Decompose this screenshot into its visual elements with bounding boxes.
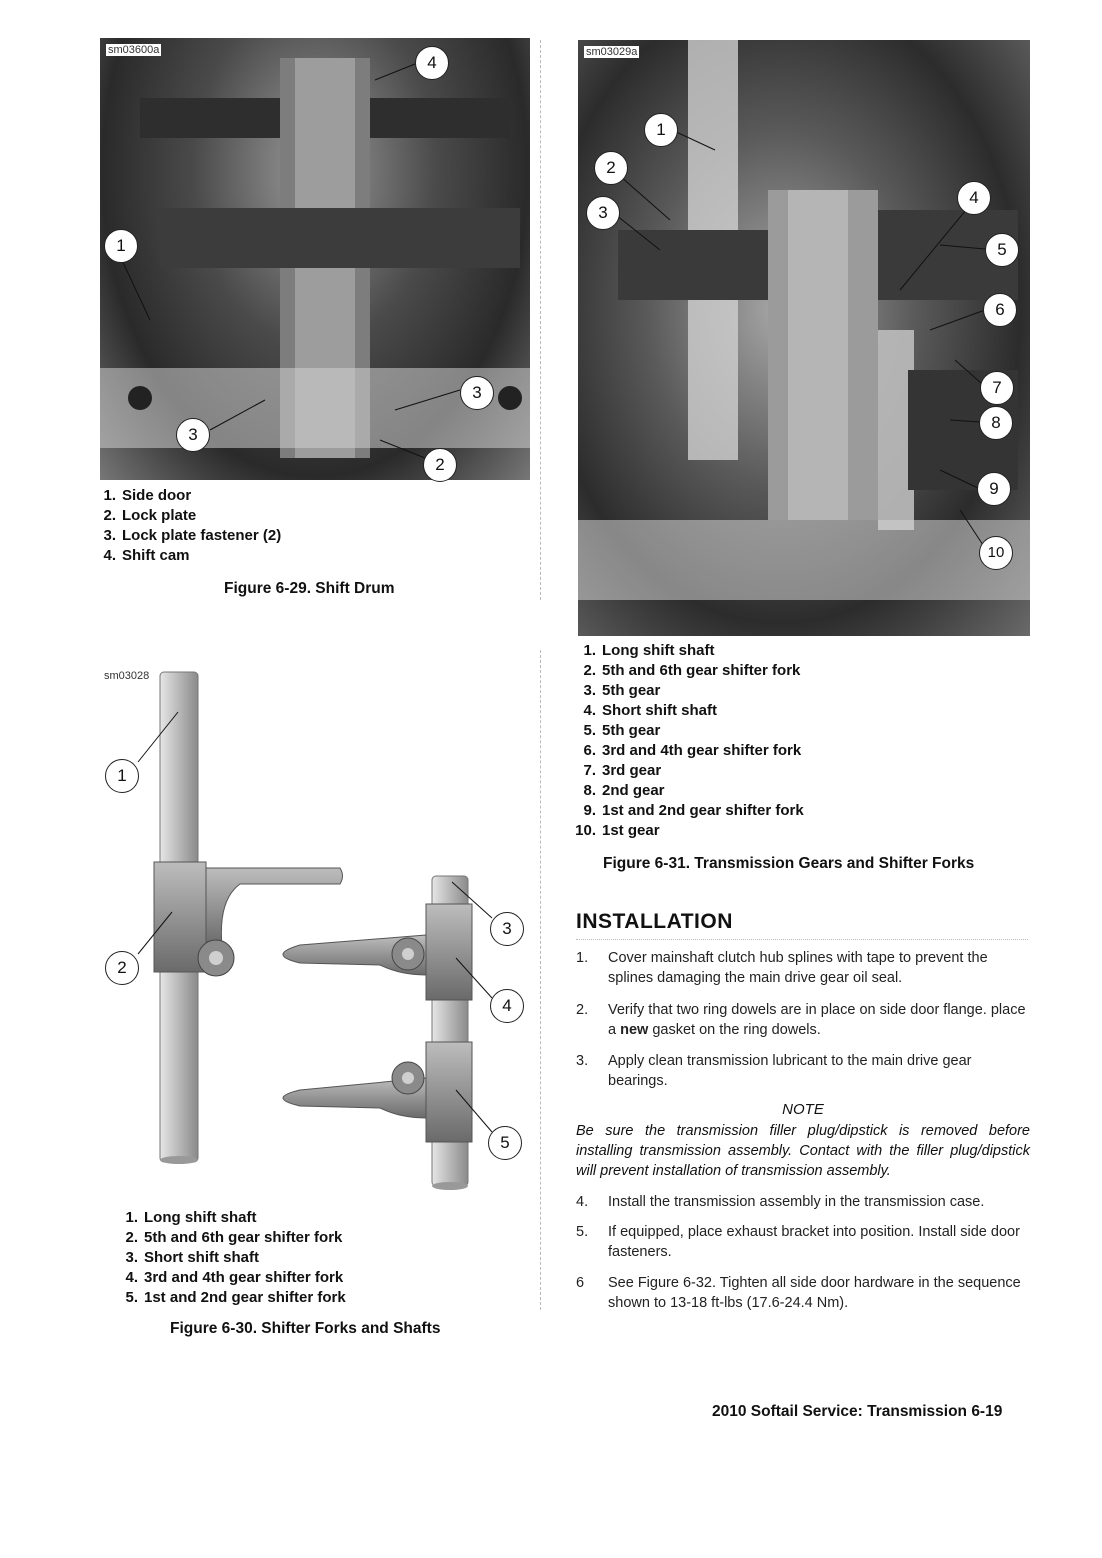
legend-item: 1.Long shift shaft <box>125 1209 257 1226</box>
fig31-legend: 1.Long shift shaft 2.5th and 6th gear sh… <box>570 641 804 841</box>
legend-item: 8.2nd gear <box>583 782 665 799</box>
legend-item: 4.Shift cam <box>103 547 190 564</box>
legend-item: 7.3rd gear <box>583 762 662 779</box>
callout-3: 3 <box>176 418 210 452</box>
page-footer: 2010 Softail Service: Transmission 6-19 <box>712 1403 1003 1420</box>
figure-image-id: sm03028 <box>104 670 150 682</box>
legend-item: 4.3rd and 4th gear shifter fork <box>125 1269 344 1286</box>
shift-drum-photo: sm03600a <box>100 38 530 480</box>
step-2: 2. Verify that two ring dowels are in pl… <box>576 1002 1026 1038</box>
figure-caption: Figure 6-30. Shifter Forks and Shafts <box>170 1320 441 1337</box>
column-divider-bottom <box>540 650 541 1310</box>
callout-3: 3 <box>586 196 620 230</box>
legend-item: 3.Lock plate fastener (2) <box>103 527 282 544</box>
figure-caption: Figure 6-29. Shift Drum <box>224 580 395 597</box>
fig29-legend: 1.Side door 2.Lock plate 3.Lock plate fa… <box>90 486 281 566</box>
step-1: 1. Cover mainshaft clutch hub splines wi… <box>576 950 988 986</box>
callout-5: 5 <box>488 1126 522 1160</box>
callout-4: 4 <box>415 46 449 80</box>
legend-item: 2.Lock plate <box>103 507 197 524</box>
legend-item: 10.1st gear <box>575 822 660 839</box>
step-5: 5. If equipped, place exhaust bracket in… <box>576 1224 1020 1260</box>
shift-drum-drawing <box>100 58 530 458</box>
legend-item: 9.1st and 2nd gear shifter fork <box>583 802 804 819</box>
callout-2: 2 <box>105 951 139 985</box>
legend-item: 6.3rd and 4th gear shifter fork <box>583 742 802 759</box>
callout-3: 3 <box>490 912 524 946</box>
legend-item: 1.Side door <box>103 487 192 504</box>
callout-1: 1 <box>105 759 139 793</box>
callout-8: 8 <box>979 406 1013 440</box>
callout-7: 7 <box>980 371 1014 405</box>
callout-6: 6 <box>983 293 1017 327</box>
step-3: 3. Apply clean transmission lubricant to… <box>576 1053 972 1089</box>
callout-9: 9 <box>977 472 1011 506</box>
figure-image-id: sm03029a <box>584 46 640 58</box>
callout-4: 4 <box>490 989 524 1023</box>
figure-caption: Figure 6-31. Transmission Gears and Shif… <box>603 855 975 872</box>
heading-rule <box>576 939 1028 940</box>
legend-item: 1.Long shift shaft <box>583 642 715 659</box>
note-title: NOTE <box>782 1101 824 1118</box>
fig30-legend: 1.Long shift shaft 2.5th and 6th gear sh… <box>112 1208 346 1308</box>
callout-2: 2 <box>423 448 457 482</box>
callout-5: 5 <box>985 233 1019 267</box>
callout-1: 1 <box>644 113 678 147</box>
callout-2: 2 <box>594 151 628 185</box>
figure-image-id: sm03600a <box>106 44 162 56</box>
step-6: 6 See Figure 6-32. Tighten all side door… <box>576 1275 1021 1311</box>
note-body: Be sure the transmission filler plug/dip… <box>576 1123 1030 1179</box>
legend-item: 4.Short shift shaft <box>583 702 717 719</box>
transmission-gears-photo: sm03029a <box>578 40 1030 636</box>
callout-1: 1 <box>104 229 138 263</box>
legend-item: 5.1st and 2nd gear shifter fork <box>125 1289 346 1306</box>
legend-item: 3.Short shift shaft <box>125 1249 259 1266</box>
callout-4: 4 <box>957 181 991 215</box>
column-divider-top <box>540 40 541 600</box>
callout-3: 3 <box>460 376 494 410</box>
section-heading: INSTALLATION <box>576 910 733 933</box>
callout-10: 10 <box>979 536 1013 570</box>
legend-item: 5.5th gear <box>583 722 661 739</box>
legend-item: 2.5th and 6th gear shifter fork <box>125 1229 343 1246</box>
transmission-gears-drawing <box>578 40 1030 600</box>
legend-item: 2.5th and 6th gear shifter fork <box>583 662 801 679</box>
step-4: 4. Install the transmission assembly in … <box>576 1194 985 1210</box>
legend-item: 3.5th gear <box>583 682 661 699</box>
